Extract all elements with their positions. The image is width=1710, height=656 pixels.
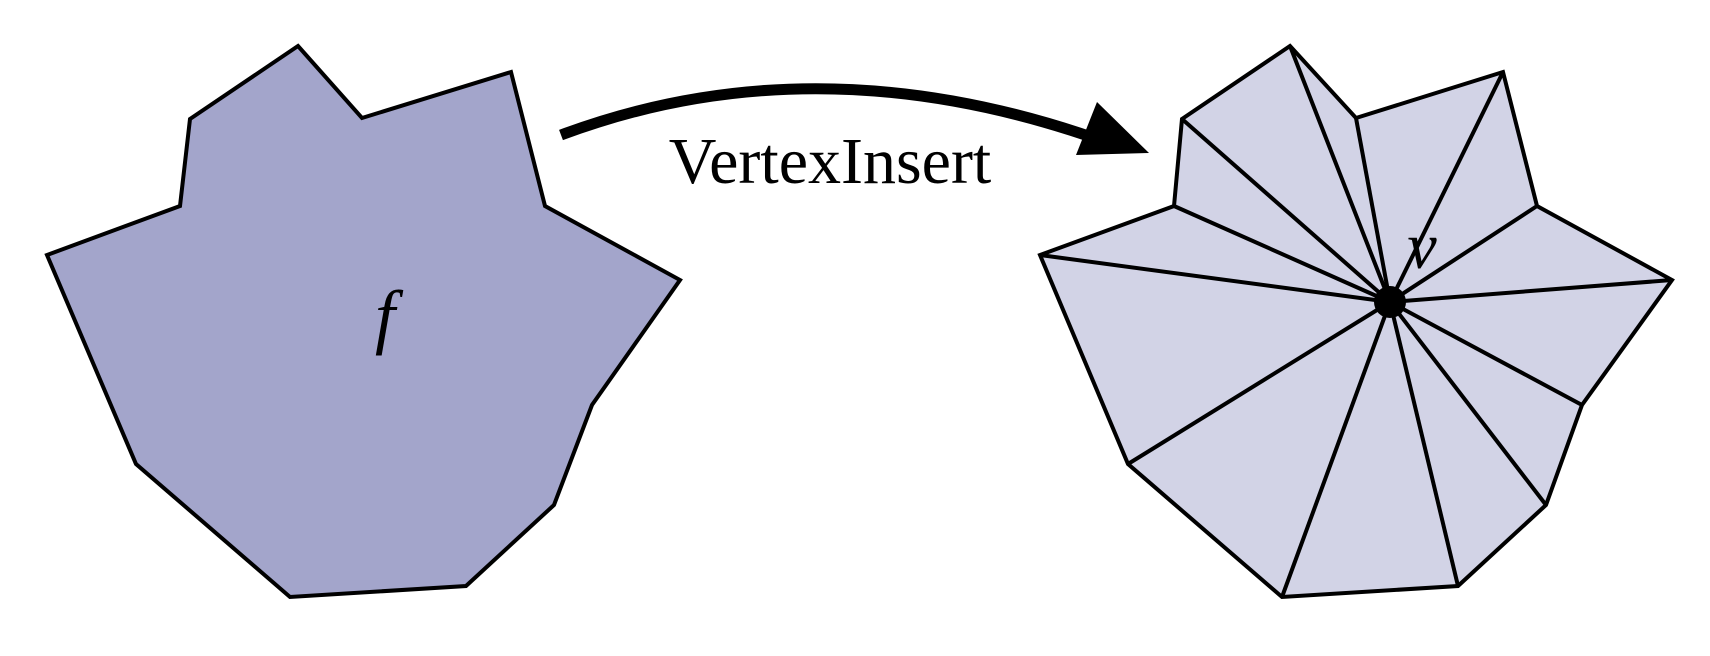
fan-edge	[1388, 71, 1505, 303]
fan-edge	[1039, 253, 1391, 304]
fan-edge	[1354, 117, 1392, 303]
fan-edge	[1173, 204, 1391, 304]
fan-edge	[1388, 300, 1548, 507]
vertex-label: v	[1407, 210, 1437, 283]
arrow-shaft	[559, 83, 1102, 146]
fan-edge	[1388, 301, 1460, 587]
inserted-vertex	[1374, 286, 1406, 318]
input-face: f	[44, 43, 683, 600]
fan-edge	[1180, 117, 1392, 304]
fan-edge	[1288, 45, 1392, 303]
fan-edge	[1389, 300, 1583, 407]
face-polygon	[44, 43, 683, 600]
arrow-label: VertexInsert	[669, 125, 992, 198]
arrow-head	[1076, 102, 1149, 155]
fan-edge	[1126, 300, 1392, 466]
output-triangulation: v	[1037, 43, 1675, 600]
vertex-insert-arrow: VertexInsert	[559, 83, 1149, 198]
fan-edge	[1280, 301, 1392, 598]
fan-edge	[1388, 204, 1539, 304]
fan-edges	[1039, 45, 1673, 598]
fan-edge	[1389, 278, 1673, 304]
